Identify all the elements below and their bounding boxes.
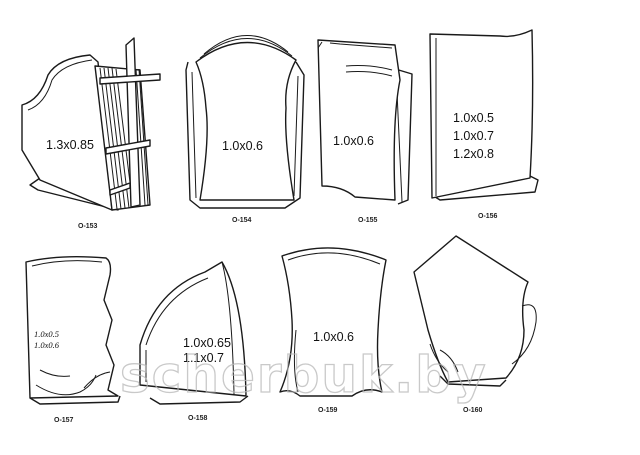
code-o153: O-153 <box>78 223 98 230</box>
dim-o158-1: 1.0x0.65 <box>183 336 231 350</box>
code-o160: O-160 <box>463 407 483 414</box>
dim-o159-1: 1.0x0.6 <box>313 330 354 344</box>
monument-o155 <box>317 39 413 205</box>
monument-o160 <box>413 235 537 387</box>
monument-o157 <box>25 255 121 405</box>
code-o159: O-159 <box>318 407 338 414</box>
dim-o154-1: 1.0x0.6 <box>222 139 263 153</box>
dim-o156-3: 1.2x0.8 <box>453 147 494 161</box>
dim-o155-1: 1.0x0.6 <box>333 134 374 148</box>
code-o154: O-154 <box>232 217 252 224</box>
monument-o158 <box>139 261 249 405</box>
dim-o156-2: 1.0x0.7 <box>453 129 494 143</box>
monument-o154 <box>185 35 305 209</box>
dim-o158-2: 1.1x0.7 <box>183 351 224 365</box>
dim-o153-1: 1.3x0.85 <box>46 138 94 152</box>
monument-o159 <box>279 247 387 397</box>
watermark: scherbuk.by <box>120 346 488 404</box>
dim-o156-1: 1.0x0.5 <box>453 111 494 125</box>
code-o157: O-157 <box>54 417 74 424</box>
dim-o157-1: 1.0x0.5 <box>34 329 59 339</box>
monument-o156 <box>429 29 539 201</box>
code-o158: O-158 <box>188 415 208 422</box>
code-o156: O-156 <box>478 213 498 220</box>
code-o155: O-155 <box>358 217 378 224</box>
dim-o157-2: 1.0x0.6 <box>34 340 60 350</box>
monument-o153 <box>21 37 161 211</box>
